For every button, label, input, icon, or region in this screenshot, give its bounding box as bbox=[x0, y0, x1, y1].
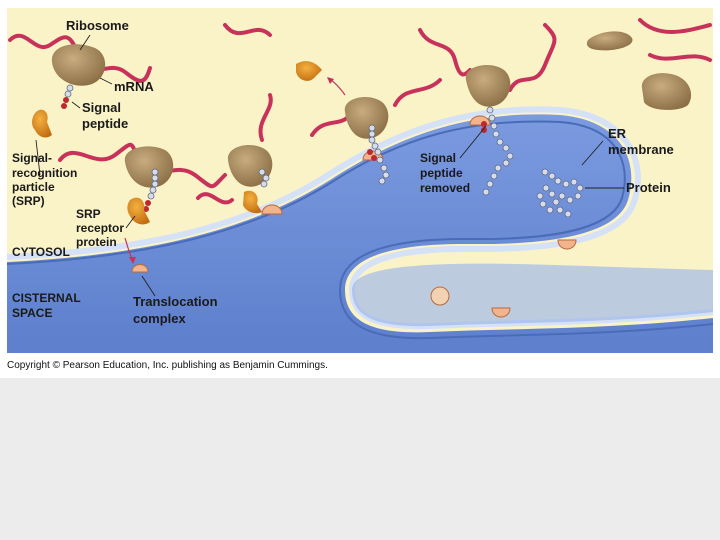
translocation-complex-7 bbox=[430, 286, 450, 306]
label-protein: Protein bbox=[626, 180, 671, 195]
srp-particle-released bbox=[296, 61, 322, 81]
er-lumen-lower bbox=[7, 114, 713, 354]
label-srp: Signal- recognition particle (SRP) bbox=[12, 151, 81, 208]
ribosome-4 bbox=[344, 97, 390, 185]
label-mrna: mRNA bbox=[114, 79, 154, 94]
ribosome-3 bbox=[227, 145, 273, 214]
copyright-notice: Copyright © Pearson Education, Inc. publ… bbox=[7, 360, 328, 371]
ribosome-1 bbox=[51, 44, 106, 109]
figure-card: Ribosome mRNA Signal peptide Signal- rec… bbox=[0, 0, 720, 378]
srp-translation-diagram: Ribosome mRNA Signal peptide Signal- rec… bbox=[6, 8, 714, 354]
label-cisternal-space: CISTERNAL SPACE bbox=[12, 291, 84, 320]
translocation-complex-2 bbox=[261, 204, 283, 215]
label-srp-receptor: SRP receptor protein bbox=[76, 207, 127, 249]
translocation-complex-1 bbox=[131, 264, 149, 273]
leader-lines bbox=[35, 34, 624, 297]
label-translocation-complex: Translocation complex bbox=[133, 294, 221, 326]
free-ribosome-small bbox=[586, 31, 633, 51]
er-membrane-inner bbox=[6, 120, 714, 340]
translocation-complex-5 bbox=[557, 239, 577, 250]
translocation-complex-6 bbox=[491, 307, 511, 318]
label-cytosol: CYTOSOL bbox=[12, 245, 70, 259]
free-ribosome-large bbox=[641, 73, 692, 110]
label-signal-peptide: Signal peptide bbox=[82, 100, 128, 131]
label-signal-peptide-removed: Signal peptide removed bbox=[420, 151, 470, 195]
ribosome-2 bbox=[124, 146, 174, 225]
label-ribosome: Ribosome bbox=[66, 18, 129, 33]
srp-particle-free bbox=[32, 109, 52, 138]
folded-protein bbox=[536, 168, 584, 218]
ribosome-5 bbox=[465, 65, 514, 196]
label-er-membrane: ER membrane bbox=[608, 126, 674, 157]
er-fold-lumen bbox=[352, 263, 713, 327]
